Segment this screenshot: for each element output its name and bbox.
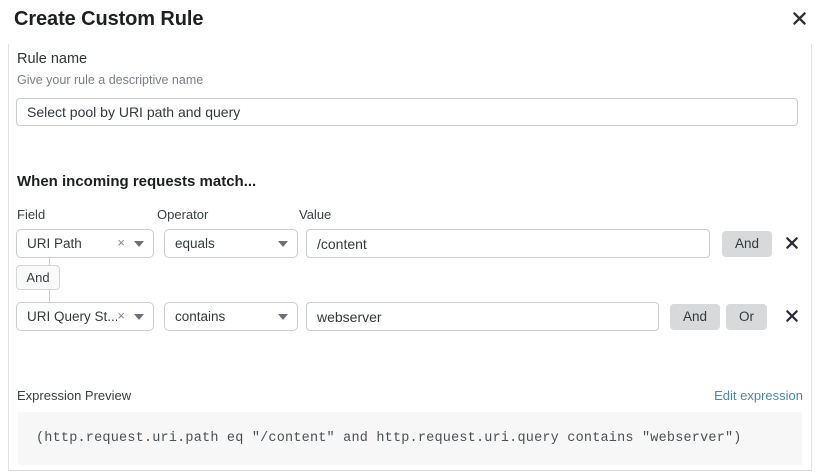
condition-connector-and-badge[interactable]: And bbox=[16, 265, 60, 290]
delete-condition-button-2[interactable] bbox=[780, 305, 804, 329]
column-header-operator: Operator bbox=[157, 207, 209, 222]
expression-preview-text: (http.request.uri.path eq "/content" and… bbox=[36, 431, 742, 446]
expression-preview-label: Expression Preview bbox=[17, 388, 132, 403]
column-header-value: Value bbox=[299, 207, 332, 222]
field-select-2[interactable]: URI Query St... × bbox=[16, 302, 154, 331]
rule-name-help-text: Give your rule a descriptive name bbox=[17, 73, 204, 87]
add-or-condition-button-2[interactable]: Or bbox=[726, 304, 767, 330]
column-header-field: Field bbox=[17, 207, 46, 222]
chevron-down-icon bbox=[273, 240, 297, 247]
close-icon bbox=[785, 309, 799, 326]
close-modal-button[interactable] bbox=[786, 5, 812, 31]
chevron-down-icon bbox=[129, 313, 153, 320]
add-and-condition-button-1[interactable]: And bbox=[722, 231, 773, 257]
edit-expression-link[interactable]: Edit expression bbox=[714, 388, 803, 403]
clear-x-icon[interactable]: × bbox=[117, 308, 125, 323]
value-input-2[interactable] bbox=[306, 302, 659, 331]
operator-select-2-value: contains bbox=[175, 309, 226, 324]
page-title: Create Custom Rule bbox=[14, 8, 204, 30]
field-select-1-value: URI Path bbox=[27, 236, 82, 251]
delete-condition-button-1[interactable] bbox=[780, 232, 804, 256]
rule-name-label: Rule name bbox=[17, 51, 88, 67]
chevron-down-icon bbox=[273, 313, 297, 320]
chevron-down-icon bbox=[129, 240, 153, 247]
operator-select-1-value: equals bbox=[175, 236, 215, 251]
modal-header: Create Custom Rule bbox=[0, 0, 820, 44]
operator-select-2[interactable]: contains bbox=[164, 302, 298, 331]
modal-body-panel: Rule name Give your rule a descriptive n… bbox=[8, 44, 812, 471]
field-select-1[interactable]: URI Path × bbox=[16, 229, 154, 258]
match-section-heading: When incoming requests match... bbox=[17, 173, 257, 190]
add-and-condition-button-2[interactable]: And bbox=[670, 304, 721, 330]
clear-x-icon[interactable]: × bbox=[117, 235, 125, 250]
operator-select-1[interactable]: equals bbox=[164, 229, 298, 258]
close-icon bbox=[792, 11, 807, 26]
rule-name-input[interactable] bbox=[16, 98, 798, 126]
expression-preview-box: (http.request.uri.path eq "/content" and… bbox=[18, 412, 802, 465]
field-select-2-value: URI Query St... bbox=[27, 309, 118, 324]
value-input-1[interactable] bbox=[306, 229, 710, 258]
close-icon bbox=[785, 236, 799, 253]
